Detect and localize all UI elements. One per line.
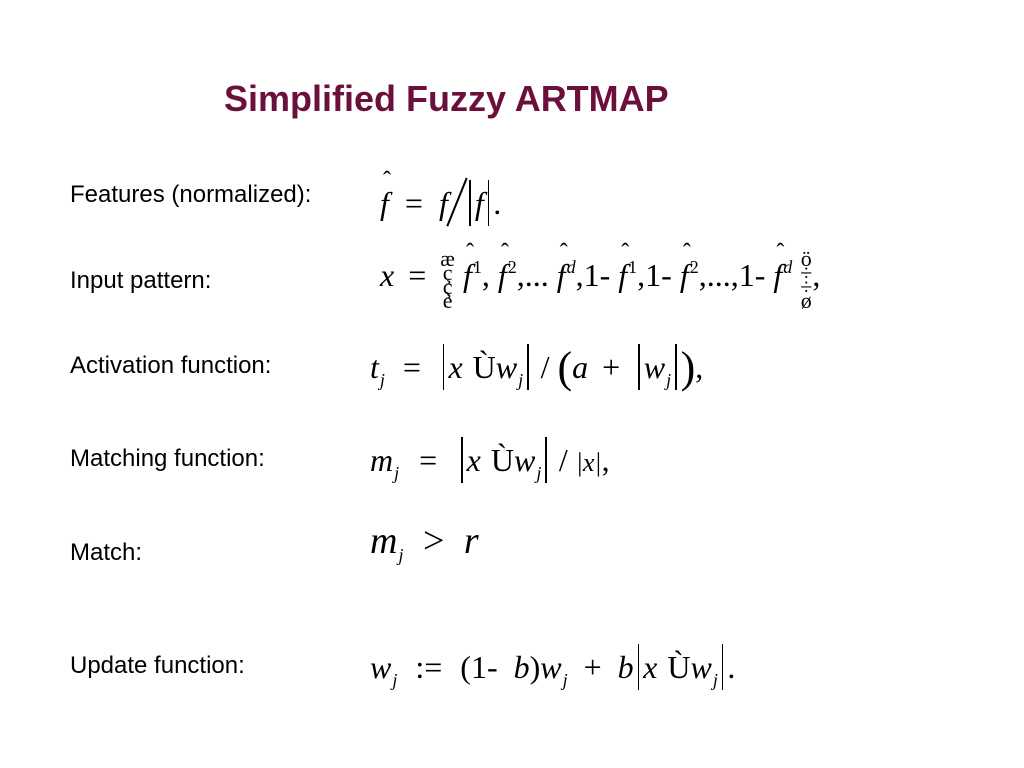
activation-function-label: Activation function: xyxy=(70,352,272,379)
input-pattern-label: Input pattern: xyxy=(70,267,212,294)
matching-function-label: Matching function: xyxy=(70,445,265,472)
features-label: Features (normalized): xyxy=(70,181,312,208)
right-bracket: ö÷÷ø xyxy=(800,246,813,313)
match-label: Match: xyxy=(70,539,143,566)
update-function-label: Update function: xyxy=(70,652,245,679)
match-equation: mj > r xyxy=(370,520,479,565)
slide-title: Simplified Fuzzy ARTMAP xyxy=(224,78,669,119)
